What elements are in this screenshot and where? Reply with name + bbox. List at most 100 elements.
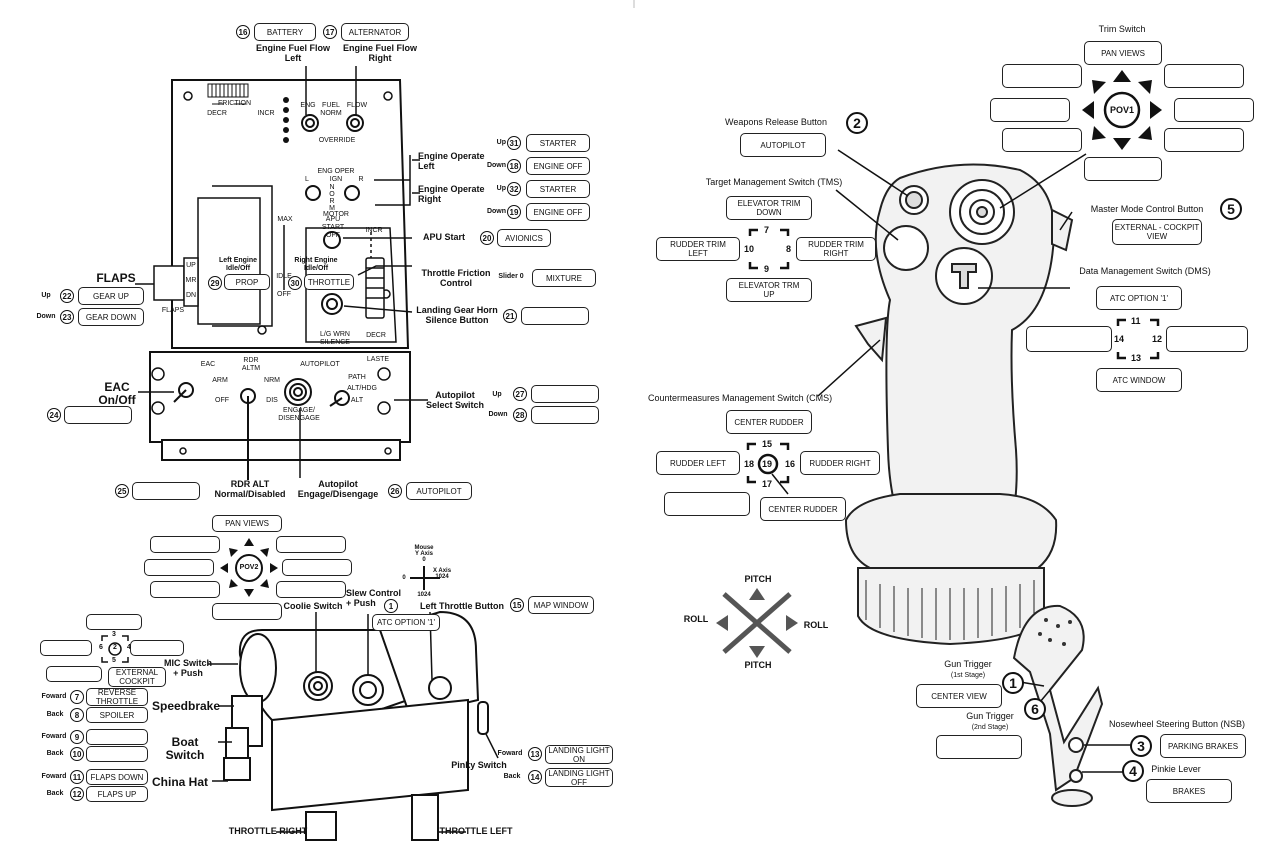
boat-fwd-box[interactable] [86, 729, 148, 745]
rudder-trim-right-box[interactable]: RUDDER TRIM RIGHT [796, 237, 876, 261]
mic-bracket [101, 635, 129, 663]
friction-label: FRICTION [218, 100, 252, 107]
battery-box[interactable]: BATTERY [254, 23, 316, 41]
pov1-down-box[interactable] [1084, 157, 1162, 181]
pov2-downleft-box[interactable] [150, 581, 220, 598]
nrm-label: NRM [264, 377, 280, 384]
gun-trigger-2-stage: (2nd Stage) [971, 724, 1009, 731]
dms-left-box[interactable] [1026, 326, 1112, 352]
center-rudder-bottom-box[interactable]: CENTER RUDDER [760, 497, 846, 521]
spoiler-box[interactable]: SPOILER [86, 707, 148, 723]
horn-box[interactable] [521, 307, 589, 325]
prop-box[interactable]: PROP [224, 274, 270, 290]
landing-light-off-box[interactable]: LANDING LIGHT OFF [545, 768, 613, 787]
arm-label: ARM [212, 377, 228, 384]
dms-right-box[interactable] [1166, 326, 1248, 352]
prop-number: 29 [208, 276, 222, 290]
flaps-up-dir: Back [46, 790, 64, 797]
brakes-box[interactable]: BRAKES [1146, 779, 1232, 803]
flaps-up-box[interactable]: FLAPS UP [86, 786, 148, 802]
engine-off-left-box[interactable]: ENGINE OFF [526, 157, 590, 175]
landing-light-on-box[interactable]: LANDING LIGHT ON [545, 745, 613, 764]
pov1-downright-box[interactable] [1164, 128, 1244, 152]
pov2-down-box[interactable] [212, 603, 282, 620]
mixture-box[interactable]: MIXTURE [532, 269, 596, 287]
starter-left-number: 31 [507, 136, 521, 150]
pov1-downleft-box[interactable] [1002, 128, 1082, 152]
ap-down-dir: Down [488, 411, 508, 418]
dn-small-label: DN [185, 292, 197, 299]
center-view-box[interactable]: CENTER VIEW [916, 684, 1002, 708]
external-cockpit-box[interactable]: EXTERNAL COCKPIT [108, 667, 166, 687]
mic-up-box[interactable] [86, 614, 142, 630]
starter-right-number: 32 [507, 182, 521, 196]
ap-down-box[interactable] [531, 406, 599, 424]
friction-wheel [207, 83, 249, 105]
boat-back-box[interactable] [86, 746, 148, 762]
center-rudder-top-box[interactable]: CENTER RUDDER [726, 410, 812, 434]
gun-trigger-2-box[interactable] [936, 735, 1022, 759]
external-cockpit-view-box[interactable]: EXTERNAL - COCKPIT VIEW [1112, 219, 1202, 245]
starter-left-dir: Up [496, 139, 506, 146]
pov2-upright-box[interactable] [276, 536, 346, 553]
pov2-upleft-box[interactable] [150, 536, 220, 553]
spoiler-dir: Back [46, 711, 64, 718]
joystick-base-ridges [865, 580, 1035, 640]
atc-option-joystick-box[interactable]: ATC OPTION '1' [1096, 286, 1182, 310]
ap-up-box[interactable] [531, 385, 599, 403]
pan-views-joystick-box[interactable]: PAN VIEWS [1084, 41, 1162, 65]
pov1-upleft-box[interactable] [1002, 64, 1082, 88]
pov1-upright-box[interactable] [1164, 64, 1244, 88]
nsb-number: 3 [1130, 735, 1152, 757]
override-label: OVERRIDE [318, 137, 356, 144]
engine-off-right-box[interactable]: ENGINE OFF [526, 203, 590, 221]
starter-right-box[interactable]: STARTER [526, 180, 590, 198]
mic-right-box[interactable] [130, 640, 184, 656]
gear-up-box[interactable]: GEAR UP [78, 287, 144, 305]
pov2-right-box[interactable] [282, 559, 352, 576]
eac-box[interactable] [64, 406, 132, 424]
gear-down-box[interactable]: GEAR DOWN [78, 308, 144, 326]
flaps-down-box[interactable]: FLAPS DOWN [86, 769, 148, 785]
elevator-trim-down-box[interactable]: ELEVATOR TRIM DOWN [726, 196, 812, 220]
mic-down-box[interactable] [46, 666, 102, 682]
pinkie-lever-label: Pinkie Lever [1151, 764, 1201, 774]
rudder-right-box[interactable]: RUDDER RIGHT [800, 451, 880, 475]
pinkie-number: 4 [1122, 760, 1144, 782]
elevator-trim-up-box[interactable]: ELEVATOR TRM UP [726, 278, 812, 302]
throttle-box[interactable]: THROTTLE [304, 274, 354, 290]
atc-window-box[interactable]: ATC WINDOW [1096, 368, 1182, 392]
boat-back-dir: Back [46, 750, 64, 757]
landing-on-number: 13 [528, 747, 542, 761]
alternator-box[interactable]: ALTERNATOR [341, 23, 409, 41]
avionics-box[interactable]: AVIONICS [497, 229, 551, 247]
rdr-box[interactable] [132, 482, 200, 500]
rudder-left-box[interactable]: RUDDER LEFT [656, 451, 740, 475]
master-mode-number: 5 [1220, 198, 1242, 220]
trim-switch-label: Trim Switch [1098, 24, 1146, 34]
engine-operate-left-label: Engine Operate Left [418, 151, 485, 171]
autopilot-joystick-box[interactable]: AUTOPILOT [740, 133, 826, 157]
rdr-altm-label: RDR ALTM [241, 357, 261, 372]
rudder-trim-left-box[interactable]: RUDDER TRIM LEFT [656, 237, 740, 261]
parking-brakes-box[interactable]: PARKING BRAKES [1160, 734, 1246, 758]
reverse-throttle-box[interactable]: REVERSE THROTTLE [86, 688, 148, 706]
cms-blank-box[interactable] [664, 492, 750, 516]
dms-bracket [1116, 318, 1160, 360]
pan-views-grip-box[interactable]: PAN VIEWS [212, 515, 282, 532]
pov2-downright-box[interactable] [276, 581, 346, 598]
landing-off-dir: Back [503, 773, 521, 780]
map-window-box[interactable]: MAP WINDOW [528, 596, 594, 614]
gear-up-dir: Up [41, 292, 51, 299]
gun-trigger-2-label: Gun Trigger [966, 711, 1014, 721]
atc-option-grip-box[interactable]: ATC OPTION '1' [372, 614, 440, 631]
autopilot-box[interactable]: AUTOPILOT [406, 482, 472, 500]
boat-back-number: 10 [70, 747, 84, 761]
mic-left-box[interactable] [40, 640, 92, 656]
gun-trigger-1-label: Gun Trigger [944, 659, 992, 669]
pov2-left-box[interactable] [144, 559, 214, 576]
pov1-right-box[interactable] [1174, 98, 1254, 122]
starter-left-box[interactable]: STARTER [526, 134, 590, 152]
pov1-left-box[interactable] [990, 98, 1070, 122]
